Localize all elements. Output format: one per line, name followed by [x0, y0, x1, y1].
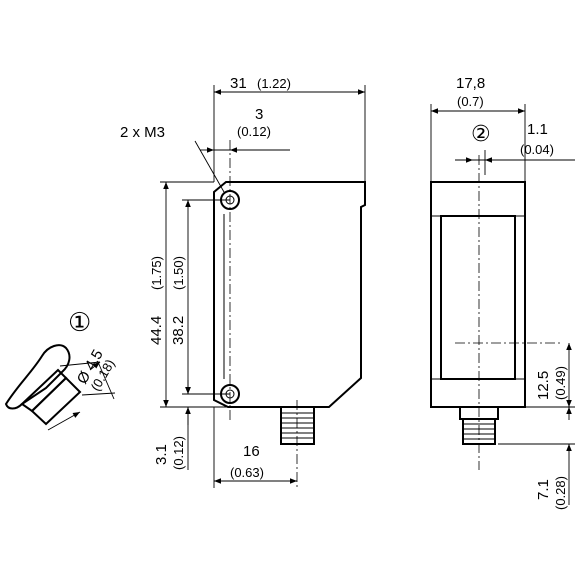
dim-height-total-in: (1.75): [149, 256, 164, 290]
lens-detail: [4, 344, 71, 410]
dim-width-top-in: (1.22): [257, 76, 291, 91]
dim-connector-length: 7.1: [535, 479, 552, 500]
label-thread: 2 x M3: [120, 124, 165, 141]
dim-optical-offset: 1.1: [527, 121, 548, 138]
detail-view: ① Ø 4.5 (0.18): [4, 307, 118, 431]
dim-axis-height: 12.5: [535, 371, 552, 400]
dim-axis-height-in: (0.49): [553, 366, 568, 400]
marker-one: ①: [68, 307, 91, 337]
side-view: 17,8 (0.7) ② 1.1 (0.04) 12.5 (0.49) 7.1 …: [430, 75, 575, 510]
dim-connector-pos-in: (0.63): [230, 465, 264, 480]
dim-bottom-offset-in: (0.12): [171, 436, 186, 470]
dim-optical-offset-in: (0.04): [520, 142, 554, 157]
front-view: 31 (1.22) 3 (0.12) 2 x M3 44.4 (1.75) 38…: [120, 75, 366, 490]
dim-side-width-in: (0.7): [457, 94, 484, 109]
front-connector: [280, 406, 315, 445]
marker-two: ②: [471, 121, 491, 146]
side-connector: [459, 406, 499, 445]
dim-side-width: 17,8: [456, 75, 485, 92]
dim-width-top: 31: [230, 75, 247, 92]
dim-bottom-offset: 3.1: [153, 444, 170, 465]
dim-hole-spacing-in: (1.50): [171, 256, 186, 290]
dim-hole-offset-in: (0.12): [237, 124, 271, 139]
dim-connector-pos: 16: [243, 443, 260, 460]
dim-hole-offset: 3: [255, 106, 263, 123]
dim-height-total: 44.4: [148, 316, 165, 345]
dim-hole-spacing: 38.2: [170, 316, 187, 345]
front-housing-outline: [213, 181, 366, 408]
dim-connector-length-in: (0.28): [553, 476, 568, 510]
